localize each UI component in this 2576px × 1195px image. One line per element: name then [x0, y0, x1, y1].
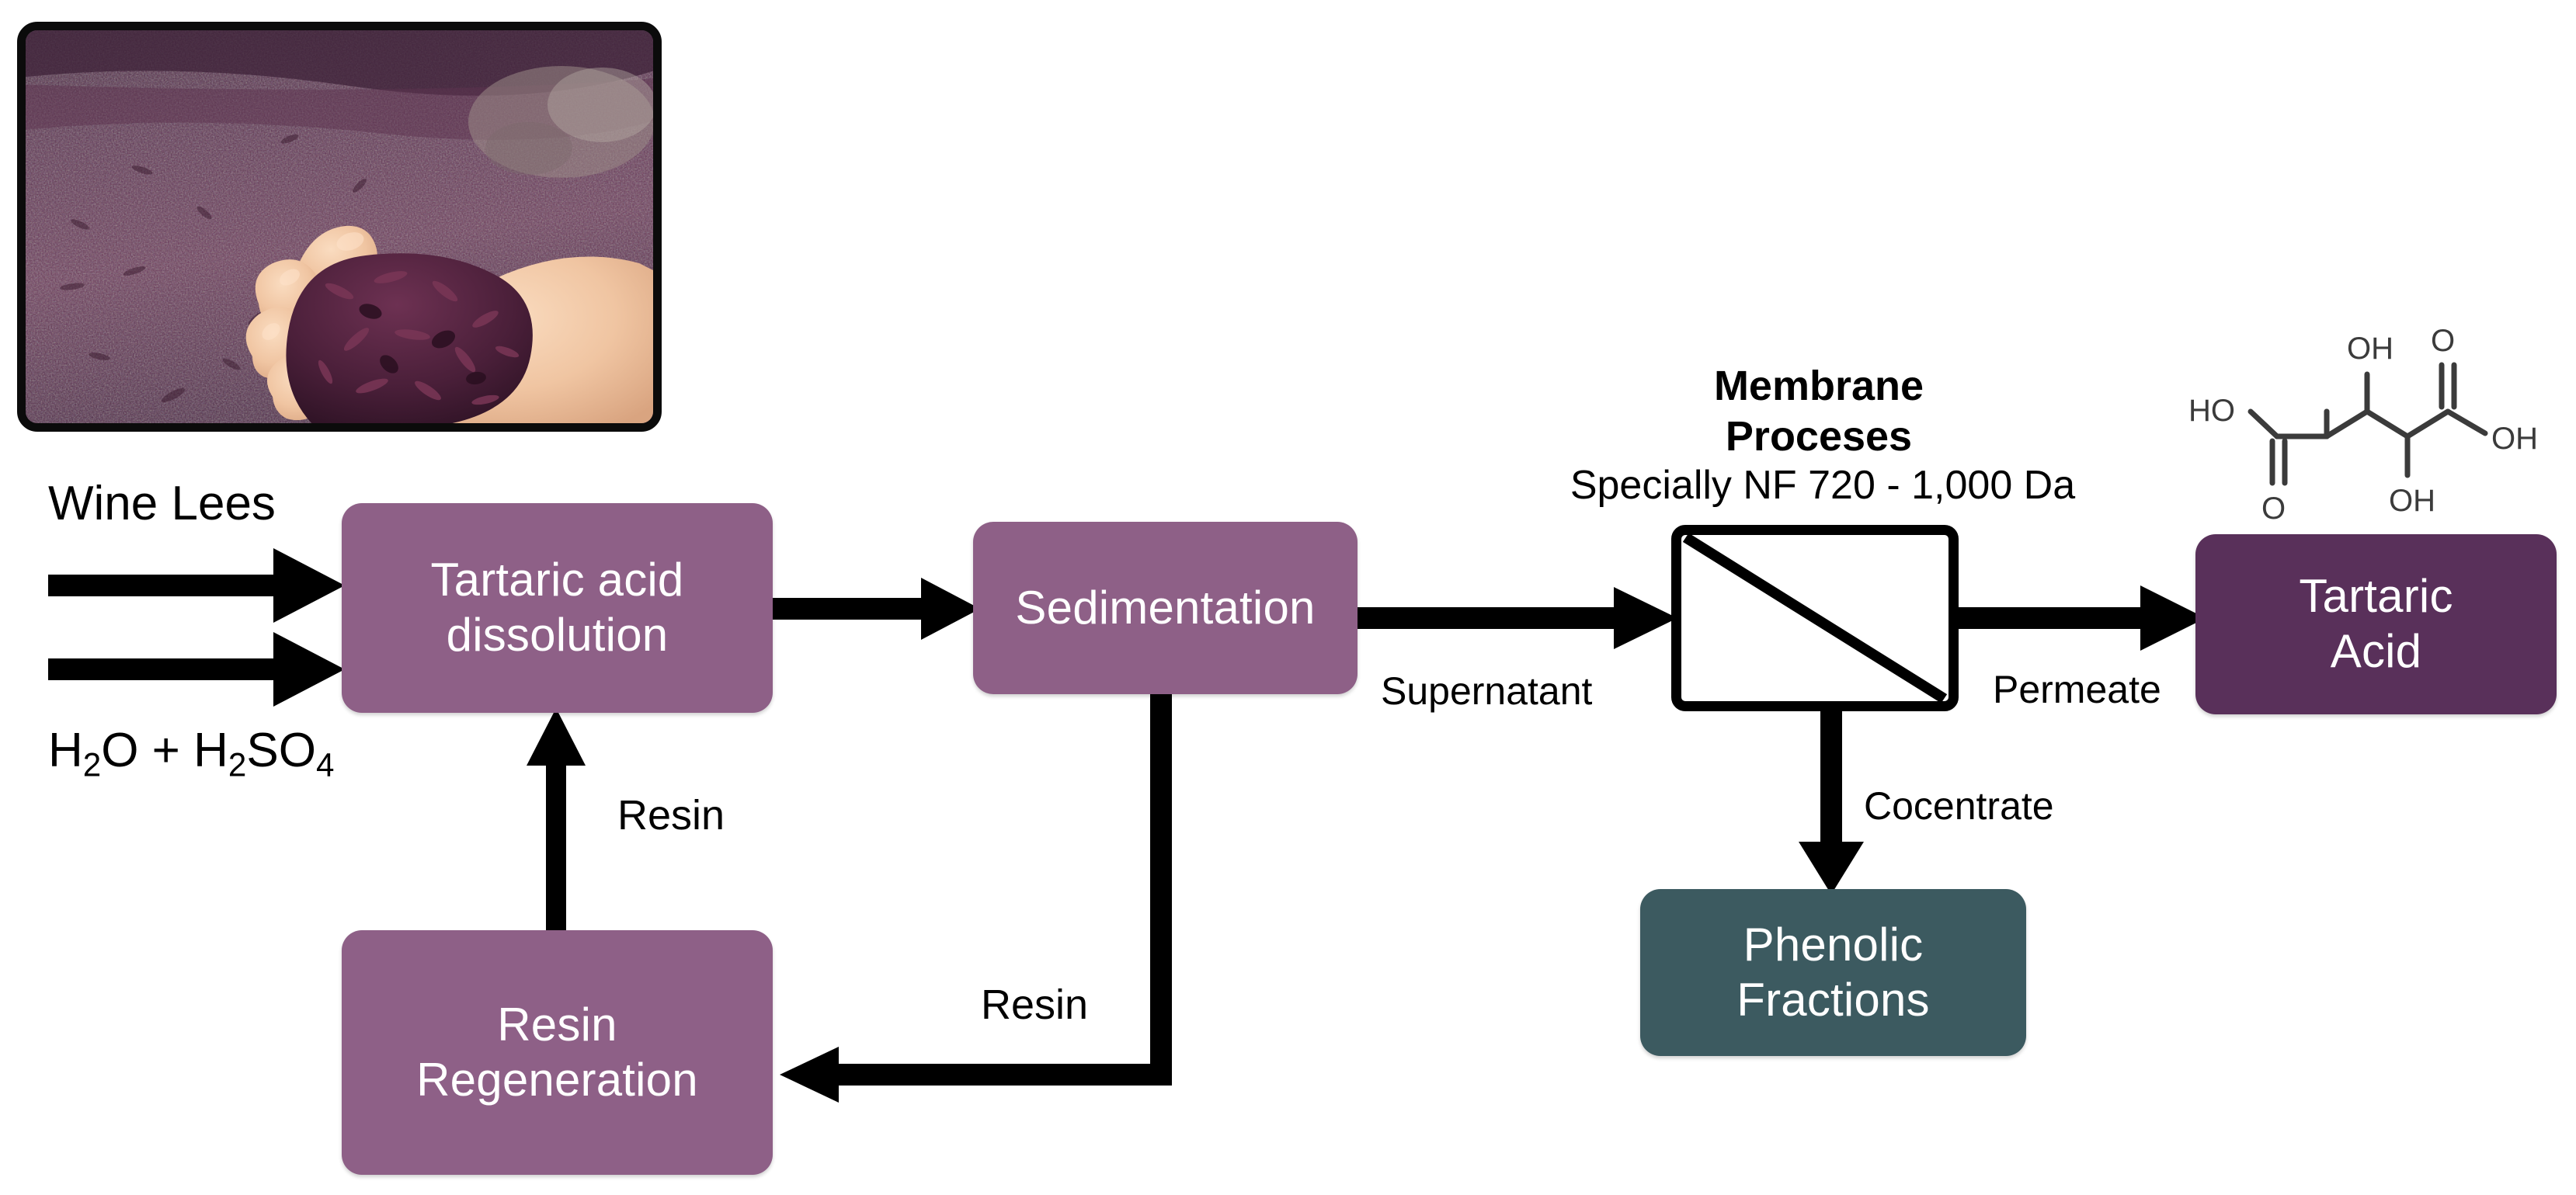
molecule-label-o-right: O	[2431, 324, 2455, 358]
arrow-dissolution-to-sedimentation	[773, 578, 980, 640]
membrane-diagonal-icon	[1682, 533, 1948, 703]
node-tartaric-acid-dissolution[interactable]: Tartaric acid dissolution	[342, 503, 773, 713]
molecule-label-oh-right: OH	[2491, 422, 2538, 456]
label-supernatant: Supernatant	[1381, 669, 1593, 713]
label-permeate: Permeate	[1993, 668, 2161, 711]
arrow-cocentrate	[1799, 703, 1864, 895]
wine-lees-photo-image	[26, 30, 653, 423]
molecule-label-o-left: O	[2261, 492, 2286, 526]
node-resin-regeneration[interactable]: Resin Regeneration	[342, 930, 773, 1175]
molecule-label-oh-top: OH	[2347, 332, 2393, 366]
label-cocentrate: Cocentrate	[1864, 784, 2054, 828]
label-water-sulfuric-acid: H2O + H2SO4	[48, 724, 335, 783]
label-resin-return: Resin	[617, 792, 725, 839]
label-membrane-processes-subtitle: Specially NF 720 - 1,000 Da	[1570, 463, 2076, 508]
wine-lees-photo	[17, 22, 662, 432]
molecule-label-ho: HO	[2188, 394, 2235, 428]
arrow-water-acid-input	[48, 632, 345, 707]
label-wine-lees: Wine Lees	[48, 477, 276, 530]
node-phenolic-fractions[interactable]: Phenolic Fractions	[1640, 889, 2026, 1056]
node-sedimentation[interactable]: Sedimentation	[973, 522, 1358, 694]
arrow-supernatant	[1358, 587, 1677, 649]
node-membrane-unit[interactable]	[1671, 525, 1959, 711]
arrow-resin-return	[527, 708, 586, 935]
molecule-label-oh-bottom: OH	[2389, 484, 2435, 518]
tartaric-acid-structure: HO O OH OH O OH	[2159, 303, 2576, 528]
label-membrane-processes-title: Membrane Proceses	[1713, 363, 1924, 460]
arrow-permeate	[1952, 585, 2206, 651]
wine-lees-illustration	[26, 30, 653, 423]
arrow-wine-lees-input	[48, 548, 345, 623]
tartaric-acid-skeletal-icon: HO O OH OH O OH	[2188, 324, 2538, 526]
node-tartaric-acid-product[interactable]: Tartaric Acid	[2195, 534, 2557, 714]
arrow-resin-recycle	[780, 691, 1172, 1103]
label-resin-recycle: Resin	[981, 981, 1089, 1028]
